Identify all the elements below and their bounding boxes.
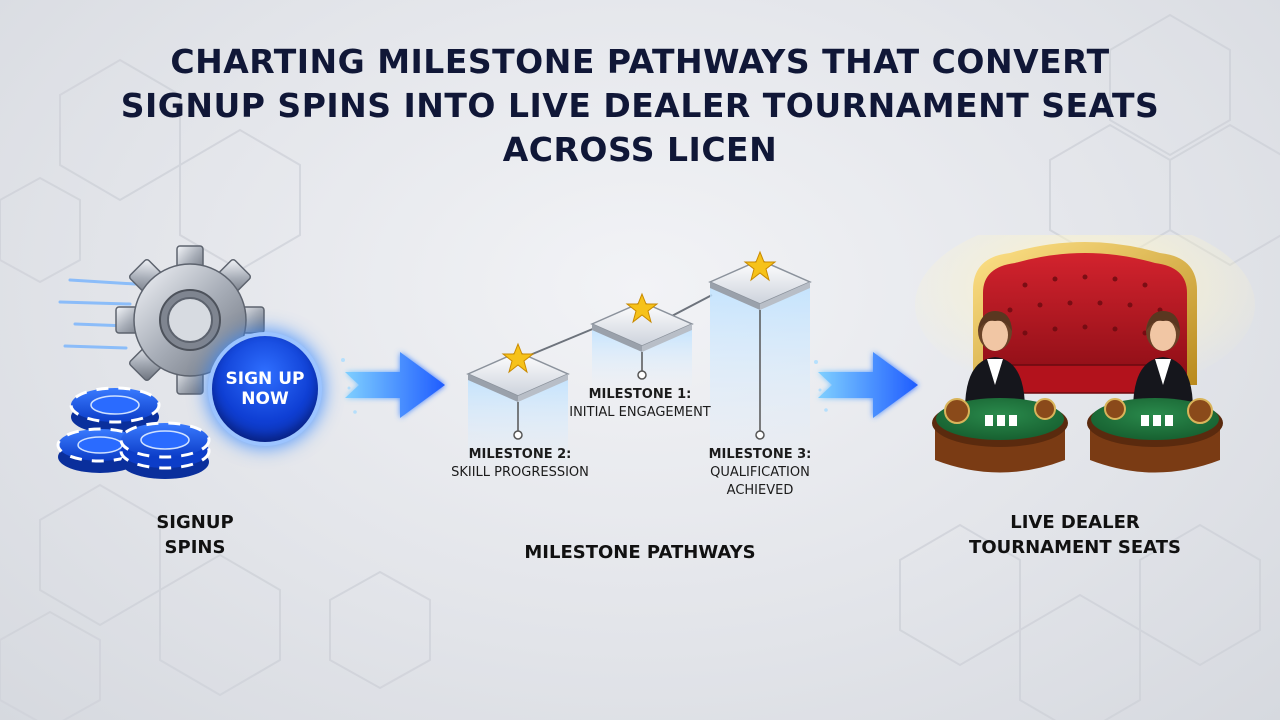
casino-chips-icon [56, 386, 211, 479]
live-dealer-illustration [915, 235, 1255, 473]
dealer-icon-2 [1133, 311, 1193, 410]
title-line-2: SIGNUP SPINS INTO LIVE DEALER TOURNAMENT… [120, 86, 1160, 125]
milestone-pathway-diagram [466, 250, 812, 478]
throne-seat-icon [973, 242, 1197, 394]
milestone-2-label: MILESTONE 2: SKIILL PROGRESSION [430, 446, 610, 482]
milestone-2-subtitle: SKIILL PROGRESSION [451, 465, 589, 480]
roulette-table-icon-2 [1087, 398, 1223, 473]
milestone-1-subtitle: INITIAL ENGAGEMENT [569, 405, 711, 420]
live-dealer-seats-label: LIVE DEALER TOURNAMENT SEATS [930, 510, 1220, 560]
signup-illustration [56, 245, 265, 479]
signup-label-line-1: SIGNUP [156, 512, 234, 533]
dealer-icon [965, 311, 1025, 410]
milestone-3-subtitle-line-1: QUALIFICATION [710, 465, 810, 480]
milestone-pathways-label: MILESTONE PATHWAYS [524, 542, 756, 563]
milestone-3-title: MILESTONE 3: [708, 447, 812, 462]
milestone-3-subtitle-line-2: ACHIEVED [726, 483, 794, 498]
destination-label-line-2: TOURNAMENT SEATS [969, 537, 1181, 558]
milestone-3-platform [708, 250, 812, 478]
arrow-right-icon-2 [814, 352, 918, 418]
sign-up-now-button[interactable]: SIGN UP NOW [212, 336, 318, 442]
arrow-right-icon [341, 352, 445, 418]
milestone-2-platform [466, 342, 570, 470]
sign-up-button-line-1: SIGN UP [225, 369, 305, 389]
roulette-table-icon [932, 398, 1068, 473]
title-line-1: CHARTING MILESTONE PATHWAYS THAT CONVERT [170, 42, 1110, 81]
star-icon [743, 250, 777, 282]
star-icon [501, 342, 535, 374]
sign-up-button-line-2: NOW [241, 389, 289, 409]
star-icon [625, 292, 659, 324]
page-title: CHARTING MILESTONE PATHWAYS THAT CONVERT… [90, 40, 1190, 172]
destination-label-line-1: LIVE DEALER [1010, 512, 1140, 533]
milestone-1-title: MILESTONE 1: [588, 387, 692, 402]
gear-icon [115, 245, 265, 395]
milestone-2-title: MILESTONE 2: [468, 447, 572, 462]
milestone-1-label: MILESTONE 1: INITIAL ENGAGEMENT [540, 386, 740, 422]
milestone-3-label: MILESTONE 3: QUALIFICATION ACHIEVED [680, 446, 840, 500]
signup-spins-label: SIGNUP SPINS [130, 510, 260, 560]
signup-label-line-2: SPINS [164, 537, 226, 558]
title-line-3: ACROSS LICEN [502, 130, 778, 169]
milestone-1-platform [590, 292, 694, 390]
